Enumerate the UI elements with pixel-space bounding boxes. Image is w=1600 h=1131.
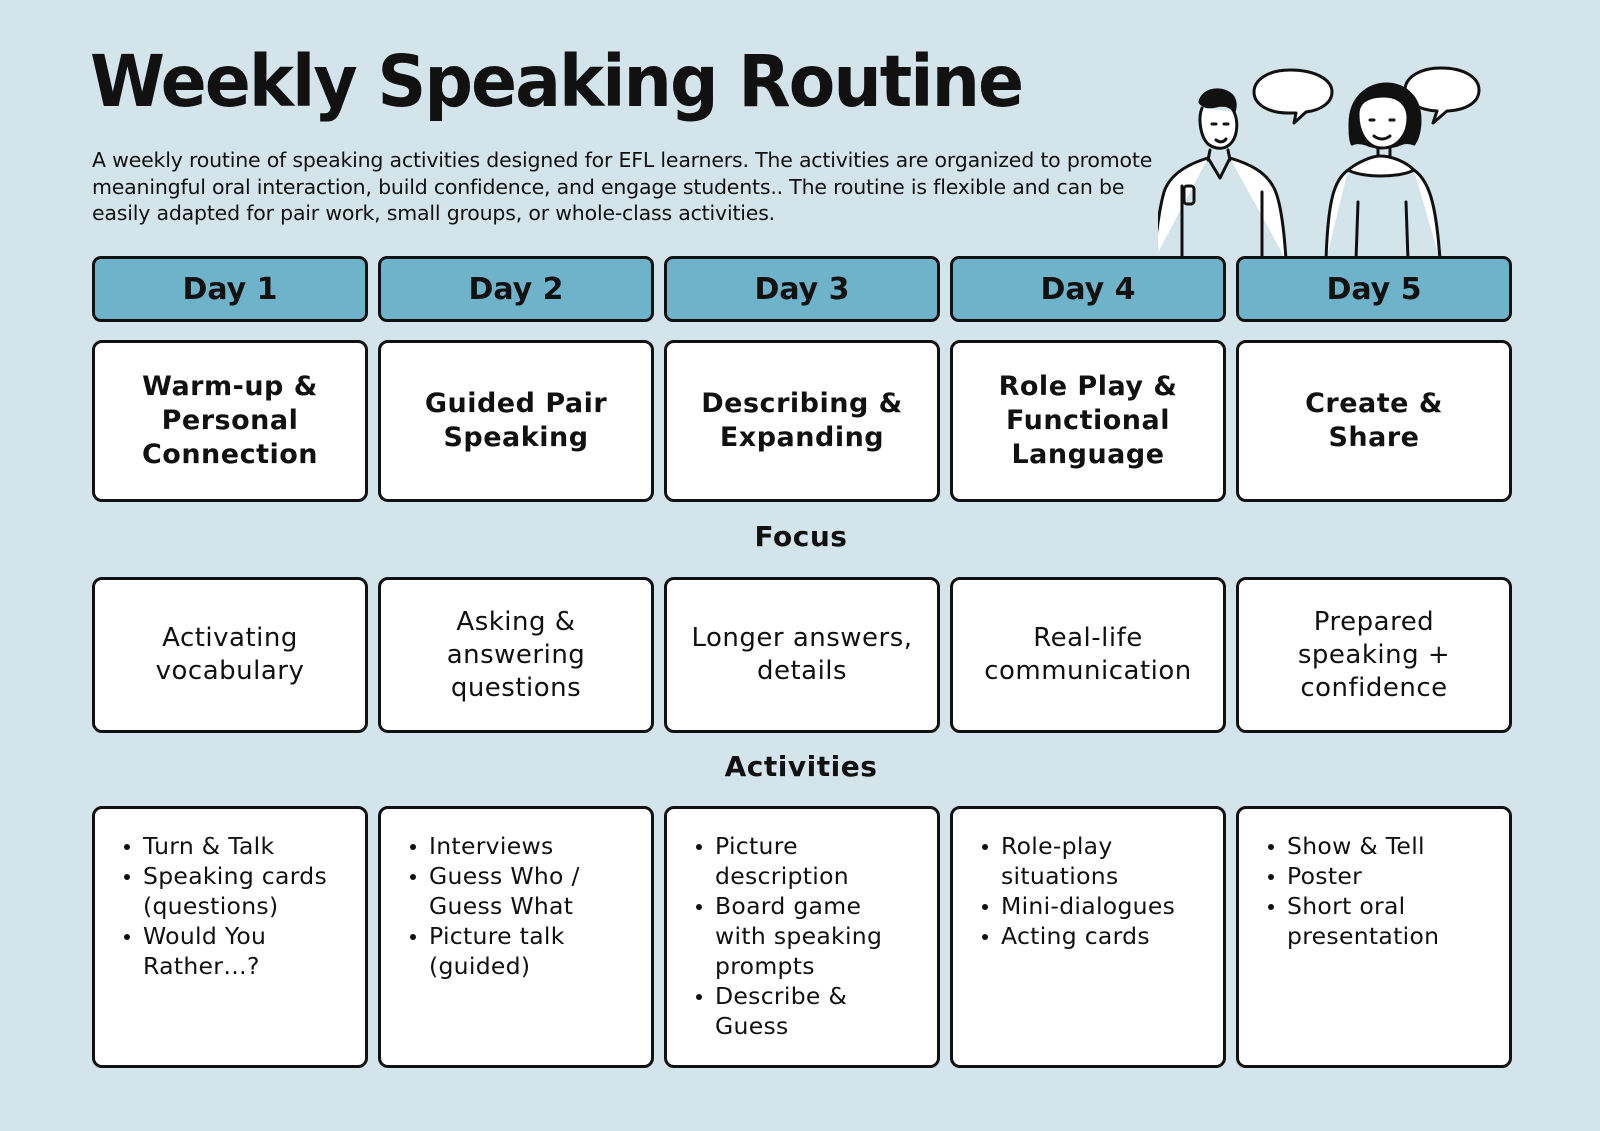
day-2-focus-card: Asking & answering questions <box>378 577 654 733</box>
list-item: Guess Who / Guess What <box>410 861 599 921</box>
day-3-header: Day 3 <box>664 256 940 322</box>
day-2-theme-card: Guided Pair Speaking <box>378 340 654 502</box>
list-item: Show & Tell <box>1268 831 1467 861</box>
day-2-theme: Guided Pair Speaking <box>424 388 608 453</box>
day-1-theme-card: Warm-up & Personal Connection <box>92 340 368 502</box>
list-item: Mini-dialogues <box>981 892 1176 920</box>
day-1-focus-card: Activating vocabulary <box>92 577 368 733</box>
list-item: Would You Rather…? <box>124 921 293 981</box>
day-1-focus: Activating vocabulary <box>155 623 305 686</box>
list-item: Describe & Guess <box>696 981 865 1041</box>
day-4-activity-list: Role-play situations Mini-dialogues Acti… <box>953 831 1175 951</box>
day-5-focus: Prepared speaking + confidence <box>1297 606 1451 703</box>
day-1-activity-list: Turn & Talk Speaking cards (questions) W… <box>95 831 343 981</box>
day-5-activities-card: Show & Tell Poster Short oral presentati… <box>1236 806 1512 1068</box>
day-4-activities-card: Role-play situations Mini-dialogues Acti… <box>950 806 1226 1068</box>
day-4-focus: Real-life communication <box>984 623 1192 686</box>
intro-text: A weekly routine of speaking activities … <box>92 148 1153 225</box>
day-2-focus: Asking & answering questions <box>446 606 586 703</box>
day-5-theme-card: Create & Share <box>1236 340 1512 502</box>
speech-bubble-icon <box>1403 66 1481 125</box>
day-1-theme: Warm-up & Personal Connection <box>141 371 319 470</box>
page-title: Weekly Speaking Routine <box>90 41 1024 124</box>
day-4-theme: Role Play & Functional Language <box>998 371 1178 470</box>
day-5-header: Day 5 <box>1236 256 1512 322</box>
list-item: Acting cards <box>981 921 1175 951</box>
day-3-activity-list: Picture description Board game with spea… <box>667 831 905 1041</box>
list-item: Speaking cards (questions) <box>124 861 343 921</box>
day-2-header: Day 2 <box>378 256 654 322</box>
focus-heading: Focus <box>754 520 848 553</box>
list-item: Interviews <box>410 831 599 861</box>
day-4-theme-card: Role Play & Functional Language <box>950 340 1226 502</box>
day-5-focus-card: Prepared speaking + confidence <box>1236 577 1512 733</box>
day-4-focus-card: Real-life communication <box>950 577 1226 733</box>
list-item: Short oral presentation <box>1268 891 1467 951</box>
day-3-activities-card: Picture description Board game with spea… <box>664 806 940 1068</box>
day-5-theme: Create & Share <box>1305 388 1443 453</box>
speech-bubble-icon <box>1252 68 1334 125</box>
list-item: Poster <box>1268 861 1467 891</box>
day-3-theme: Describing & Expanding <box>701 388 903 453</box>
day-2-activity-list: Interviews Guess Who / Guess What Pictur… <box>381 831 599 981</box>
day-5-activity-list: Show & Tell Poster Short oral presentati… <box>1239 831 1467 951</box>
day-3-focus: Longer answers, details <box>691 623 913 686</box>
day-3-focus-card: Longer answers, details <box>664 577 940 733</box>
list-item: Board game with speaking prompts <box>696 891 905 981</box>
day-1-header: Day 1 <box>92 256 368 322</box>
man-figure-icon <box>1158 88 1288 260</box>
list-item: Role-play situations <box>982 831 1151 891</box>
list-item: Picture talk (guided) <box>410 921 579 981</box>
activities-heading: Activities <box>724 750 878 783</box>
people-talking-illustration <box>1158 66 1481 260</box>
day-2-activities-card: Interviews Guess Who / Guess What Pictur… <box>378 806 654 1068</box>
day-4-header: Day 4 <box>950 256 1226 322</box>
day-1-activities-card: Turn & Talk Speaking cards (questions) W… <box>92 806 368 1068</box>
list-item: Turn & Talk <box>124 831 343 861</box>
day-3-theme-card: Describing & Expanding <box>664 340 940 502</box>
list-item: Picture description <box>696 831 865 891</box>
woman-figure-icon <box>1324 82 1442 260</box>
